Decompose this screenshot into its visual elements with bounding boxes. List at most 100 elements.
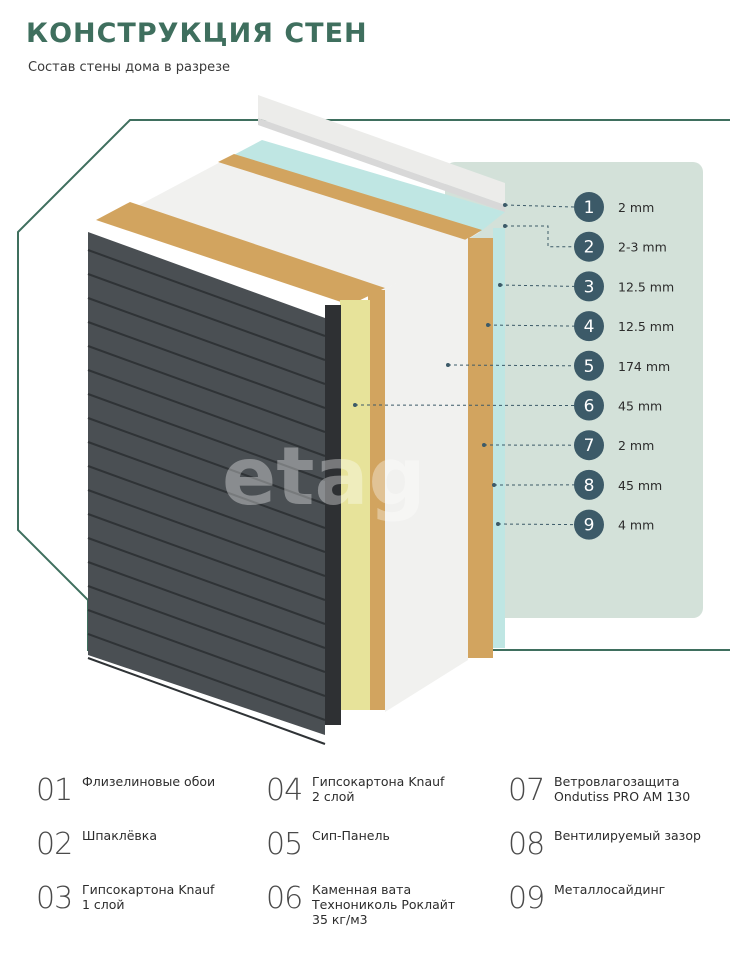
- legend-item: 09 Металлосайдинг: [508, 882, 665, 916]
- siding-groove: [87, 273, 326, 361]
- layer-thickness: 2 mm: [618, 200, 654, 215]
- siding-groove: [87, 657, 326, 745]
- layer-badge: [574, 430, 604, 461]
- layer-badge-number: 3: [584, 277, 595, 297]
- layer-badge-number: 9: [584, 516, 595, 536]
- layer-thickness: 12.5 mm: [618, 279, 674, 294]
- leader-dot: [482, 443, 486, 447]
- siding-groove: [87, 297, 326, 385]
- legend-number: 09: [508, 881, 545, 916]
- legend-number: 05: [266, 827, 303, 862]
- leader-line: [487, 324, 575, 327]
- top-osb: [96, 202, 385, 305]
- face-wool: [340, 300, 370, 710]
- leader-dot: [496, 522, 500, 526]
- legend-label: Сип-Панель: [312, 828, 390, 843]
- siding-groove: [87, 609, 326, 697]
- siding-groove: [87, 393, 326, 481]
- siding-groove: [87, 249, 326, 337]
- legend-item: 07 Ветровлагозащита Ondutiss PRO AM 130: [508, 774, 690, 808]
- siding-groove: [87, 345, 326, 433]
- leader-dot: [446, 363, 450, 367]
- face-osb-outer: [368, 290, 385, 710]
- layer-badge: [574, 311, 604, 342]
- siding-groove: [87, 633, 326, 721]
- legend-item: 01 Флизелиновые обои: [36, 774, 215, 808]
- page-subtitle: Состав стены дома в разрезе: [28, 60, 231, 75]
- layer-badge: [574, 509, 604, 540]
- layer-thickness: 4 mm: [618, 518, 654, 533]
- leader-dot: [503, 224, 507, 228]
- siding-groove: [87, 489, 326, 577]
- layer-badge: [574, 192, 604, 222]
- face-membrane: [493, 228, 505, 648]
- legend-label: Гипсокартона Knauf 1 слой: [82, 882, 215, 912]
- leader-line: [497, 523, 575, 526]
- layer-badge-number: 5: [584, 357, 595, 377]
- legend-item: 08 Вентилируемый зазор: [508, 828, 701, 862]
- layer-thickness: 12.5 mm: [618, 319, 674, 334]
- legend-label: Металлосайдинг: [554, 882, 666, 897]
- leader-dot: [353, 403, 357, 407]
- layer-badge: [574, 469, 604, 500]
- siding-groove: [87, 465, 326, 553]
- legend-item: 03 Гипсокартона Knauf 1 слой: [36, 882, 214, 916]
- layer-badge-number: 2: [584, 238, 595, 258]
- legend-number: 01: [36, 773, 73, 808]
- legend-item: 06 Каменная вата Технониколь Роклайт 35 к…: [266, 881, 456, 928]
- legend-item: 05 Сип-Панель: [266, 828, 390, 862]
- leader-dot: [486, 323, 490, 327]
- layer-badge-number: 4: [584, 317, 595, 337]
- top-gypsum: [228, 140, 505, 232]
- layer-badge-number: 7: [584, 436, 595, 456]
- face-osb-inner: [468, 238, 493, 658]
- page-title: КОНСТРУКЦИЯ СТЕН: [26, 18, 368, 49]
- leader-dot: [503, 203, 507, 207]
- legend-number: 06: [266, 881, 303, 916]
- top-osb-inner: [218, 154, 482, 240]
- leader-dot: [498, 283, 502, 287]
- siding-groove: [87, 417, 326, 505]
- top-eps: [130, 158, 480, 290]
- legend-number: 02: [36, 827, 73, 862]
- layer-thickness: 2 mm: [618, 438, 654, 453]
- siding-groove: [87, 513, 326, 601]
- layer-badge: [574, 231, 604, 262]
- siding-groove: [87, 369, 326, 457]
- legend-number: 03: [36, 881, 73, 916]
- face-eps: [385, 238, 468, 712]
- layer-badge: [574, 350, 604, 381]
- legend-label: Шпаклёвка: [82, 828, 158, 843]
- legend-label: Гипсокартона Knauf 2 слой: [312, 774, 445, 804]
- layer-thickness: 45 mm: [618, 478, 662, 493]
- leader-line: [499, 284, 575, 287]
- siding-panel: [88, 232, 325, 735]
- watermark: etag: [222, 430, 426, 523]
- siding-groove: [87, 537, 326, 625]
- legend-number: 07: [508, 773, 545, 808]
- legend-label: Ветровлагозащита Ondutiss PRO AM 130: [554, 774, 691, 804]
- legend-number: 08: [508, 827, 545, 862]
- layer-thickness: 174 mm: [618, 359, 670, 374]
- legend-label: Флизелиновые обои: [82, 774, 216, 789]
- layer-badge-number: 6: [584, 397, 595, 417]
- layer-badge: [574, 390, 604, 421]
- face-batten: [325, 305, 341, 725]
- wallpaper-layer: [258, 95, 505, 205]
- putty-layer: [258, 118, 505, 212]
- siding-groove: [87, 561, 326, 649]
- legend-item: 02 Шпаклёвка: [36, 828, 157, 862]
- layer-thickness: 45 mm: [618, 399, 662, 414]
- siding-grooves: [87, 249, 326, 745]
- siding-groove: [87, 321, 326, 409]
- label-panel: [445, 162, 703, 618]
- legend-label: Каменная вата Технониколь Роклайт 35 кг/…: [312, 882, 456, 927]
- layer-badge-number: 8: [584, 476, 595, 496]
- legend: 01 Флизелиновые обои 02 Шпаклёвка 03 Гипсокар…: [0, 768, 730, 948]
- layer-thickness: 2-3 mm: [618, 240, 667, 255]
- legend-label: Вентилируемый зазор: [554, 828, 701, 843]
- layer-badge: [574, 271, 604, 302]
